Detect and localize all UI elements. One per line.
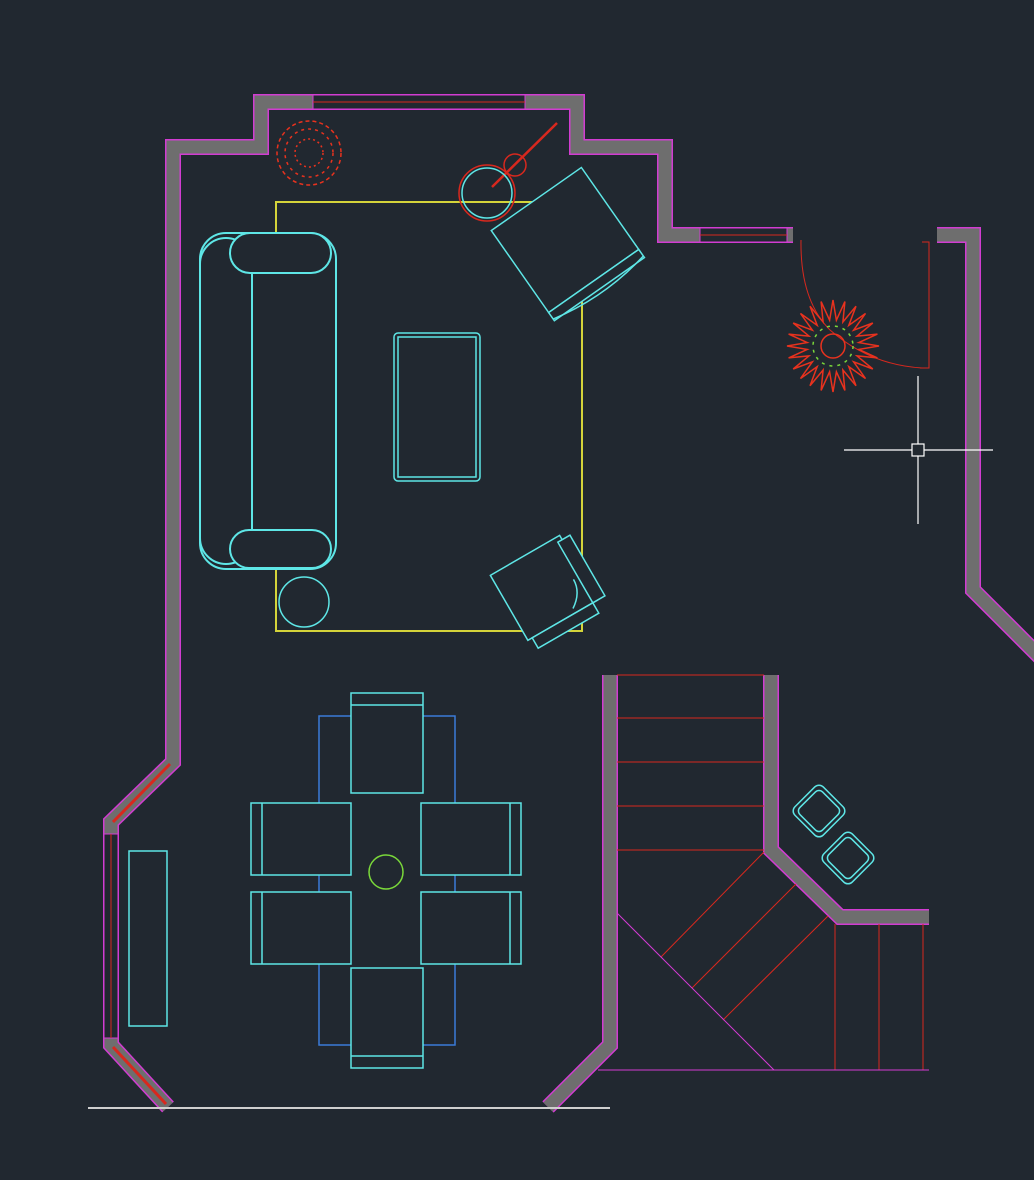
coffee-table[interactable] xyxy=(393,332,481,482)
window-bay-lower xyxy=(111,1045,168,1106)
armchair-bottom[interactable] xyxy=(489,531,611,651)
potted-plant-large xyxy=(786,299,880,393)
chair-right-1 xyxy=(420,802,522,876)
sideboard[interactable] xyxy=(128,850,168,1027)
potted-plant-small xyxy=(276,120,342,186)
stools[interactable] xyxy=(791,783,877,887)
door-right xyxy=(920,241,930,369)
windows xyxy=(103,94,930,1106)
door-swing xyxy=(800,239,923,369)
floor-lamp[interactable] xyxy=(458,122,558,222)
armchair-top[interactable] xyxy=(490,166,646,323)
chair-left-1 xyxy=(250,802,352,876)
staircase xyxy=(598,674,929,1071)
centerpiece xyxy=(368,854,404,890)
crosshair-cursor-icon xyxy=(844,376,993,524)
chair-right-2 xyxy=(420,891,522,965)
window-bay-upper xyxy=(111,762,172,824)
chair-top xyxy=(350,692,424,794)
sofa[interactable] xyxy=(199,232,337,570)
plant-leaves xyxy=(786,299,880,393)
chair-left-2 xyxy=(250,891,352,965)
chair-bottom xyxy=(350,967,424,1069)
dining-set[interactable] xyxy=(250,692,522,1069)
side-table[interactable] xyxy=(278,576,330,628)
